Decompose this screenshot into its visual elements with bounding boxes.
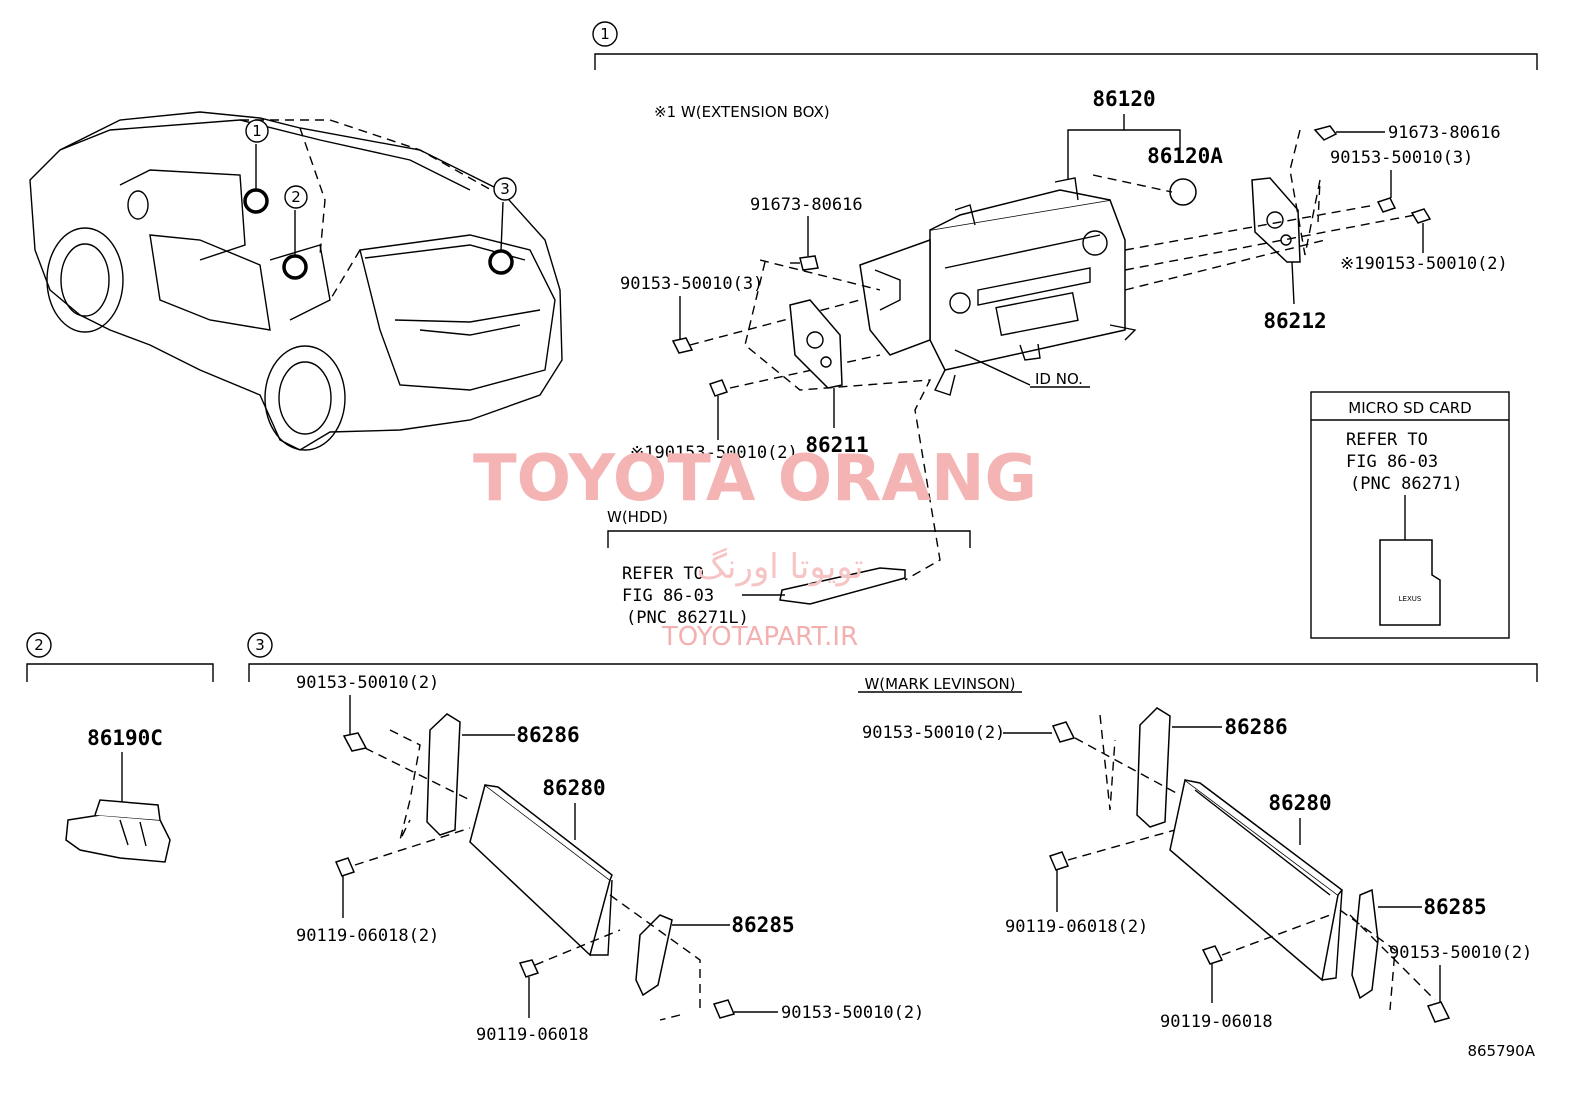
label-86280-left: 86280 xyxy=(542,776,605,800)
section-3-callout[interactable]: 3 xyxy=(247,632,273,658)
bolt-90153-right3 xyxy=(1376,197,1397,213)
label-86120: 86120 xyxy=(1092,87,1155,111)
micro-sd-card xyxy=(1379,539,1441,626)
id-no-label: ID NO. xyxy=(1035,370,1083,388)
bracket-86286-right xyxy=(1136,707,1171,828)
label-86286-left: 86286 xyxy=(516,723,579,747)
knob-86120A xyxy=(1169,178,1197,206)
bolt-s3l-right xyxy=(712,999,736,1019)
label-90153-right2: ※190153-50010(2) xyxy=(1340,254,1508,274)
amplifier-86280-left xyxy=(469,783,613,957)
label-86285-right: 86285 xyxy=(1423,895,1486,919)
svg-text:2: 2 xyxy=(291,188,301,206)
label-s3l-bolt-top: 90153-50010(2) xyxy=(296,673,439,693)
label-90153-left2: ※190153-50010(2) xyxy=(630,443,798,463)
bracket-86212 xyxy=(1251,177,1301,263)
head-unit-86120 xyxy=(859,177,1137,396)
bolt-s3r-right xyxy=(1426,1001,1451,1023)
label-s3l-bolt-bottom: 90119-06018 xyxy=(476,1025,589,1045)
label-91673-left: 91673-80616 xyxy=(750,195,863,215)
micro-sd-box: MICRO SD CARD REFER TO FIG 86-03 (PNC 86… xyxy=(1310,391,1510,639)
label-86211: 86211 xyxy=(805,433,868,457)
bolt-91673-right xyxy=(1313,125,1338,141)
hdd-refer-line1: REFER TO xyxy=(622,564,704,584)
label-s3r-bolt-bottom: 90119-06018 xyxy=(1160,1012,1273,1032)
label-s3r-bolt-top: 90153-50010(2) xyxy=(862,723,1005,743)
svg-text:2: 2 xyxy=(34,636,44,654)
sd-refer-line2: FIG 86-03 xyxy=(1346,452,1438,472)
section-3-bracket xyxy=(248,663,1538,682)
label-s3r-bolt-mid: 90119-06018(2) xyxy=(1005,917,1148,937)
bolt-91673-left xyxy=(790,255,819,271)
car-callout-1[interactable]: 1 xyxy=(245,119,269,143)
label-86280-right: 86280 xyxy=(1268,791,1331,815)
bolt-s3l-top xyxy=(342,732,368,752)
label-86190C: 86190C xyxy=(87,726,163,750)
bolt-s3r-mid xyxy=(1048,851,1070,871)
section-2-bracket xyxy=(26,663,214,682)
label-90153-left3: 90153-50010(3) xyxy=(620,274,763,294)
label-90153-right3: 90153-50010(3) xyxy=(1330,148,1473,168)
bolt-s3l-bottom xyxy=(518,959,540,978)
part-86190C xyxy=(65,799,171,863)
label-s3l-bolt-mid: 90119-06018(2) xyxy=(296,926,439,946)
label-86120A: 86120A xyxy=(1147,144,1223,168)
label-86212: 86212 xyxy=(1263,309,1326,333)
bolt-s3r-bottom xyxy=(1201,945,1224,965)
svg-text:1: 1 xyxy=(252,122,262,140)
label-86285-left: 86285 xyxy=(731,913,794,937)
hdd-box: W(HDD) REFER TO FIG 86-03 (PNC 86271L) xyxy=(607,508,971,628)
bolt-90153-right2 xyxy=(1410,208,1432,224)
bracket-86286-left xyxy=(426,713,461,836)
label-s3r-bolt-right: 90153-50010(2) xyxy=(1389,943,1532,963)
bracket-86285-right xyxy=(1351,888,1379,1000)
bolt-90153-left2 xyxy=(708,379,729,397)
amplifier-86280-right xyxy=(1169,778,1344,982)
section-1-bracket xyxy=(594,53,1538,70)
car-callout-3[interactable]: 3 xyxy=(493,177,517,201)
extension-box-note: ※1 W(EXTENSION BOX) xyxy=(654,103,830,121)
bracket-86211 xyxy=(789,299,843,389)
label-91673-right: 91673-80616 xyxy=(1388,123,1501,143)
bolt-s3r-top xyxy=(1051,721,1076,743)
watermark-url: TOYOTAPART.IR xyxy=(661,622,858,652)
sd-card-logo: LEXUS xyxy=(1399,595,1422,603)
vehicle-overview xyxy=(29,111,563,451)
bracket-86285-left xyxy=(635,914,673,997)
label-86286-right: 86286 xyxy=(1224,715,1287,739)
svg-text:3: 3 xyxy=(255,636,265,654)
bolt-90153-left3 xyxy=(671,337,694,354)
svg-text:1: 1 xyxy=(600,25,610,43)
bolt-s3l-mid xyxy=(334,857,356,877)
svg-text:3: 3 xyxy=(500,180,510,198)
hdd-refer-line3: (PNC 86271L) xyxy=(626,608,749,628)
sd-refer-line1: REFER TO xyxy=(1346,430,1428,450)
car-callout-2[interactable]: 2 xyxy=(284,185,308,209)
figure-id: 865790A xyxy=(1467,1042,1535,1060)
mark-levinson-label: W(MARK LEVINSON) xyxy=(864,675,1015,693)
hdd-card xyxy=(779,567,906,605)
hdd-box-title: W(HDD) xyxy=(607,508,668,526)
label-s3l-bolt-right: 90153-50010(2) xyxy=(781,1003,924,1023)
section-2-callout[interactable]: 2 xyxy=(26,632,52,658)
watermark-farsi: تویوتا اورنگ xyxy=(697,547,864,587)
section-1-callout[interactable]: 1 xyxy=(592,21,618,47)
hdd-refer-line2: FIG 86-03 xyxy=(622,586,714,606)
id-no-leader xyxy=(954,349,1031,386)
watermark-main: TOYOTA ORANG xyxy=(473,442,1037,516)
micro-sd-title: MICRO SD CARD xyxy=(1348,399,1471,417)
sd-refer-line3: (PNC 86271) xyxy=(1350,474,1463,494)
